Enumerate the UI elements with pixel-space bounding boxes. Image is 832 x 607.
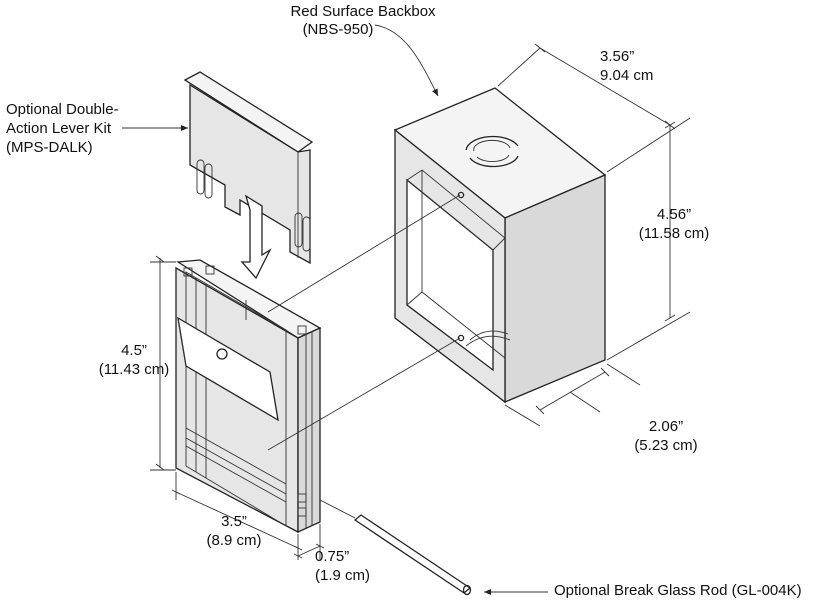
box-height-in: 4.56” bbox=[656, 206, 692, 223]
lever-kit-label-line2: Action Lever Kit bbox=[6, 120, 112, 137]
lever-kit-label-line3: (MPS-DALK) bbox=[6, 139, 93, 156]
station-height-cm: (11.43 cm) bbox=[98, 361, 170, 378]
station-height-in: 4.5” bbox=[121, 342, 147, 359]
backbox-name-label: Red Surface Backbox bbox=[290, 3, 436, 20]
station-depth-in: 0.75” bbox=[315, 548, 350, 565]
lever-slot-left bbox=[196, 159, 205, 195]
box-height-cm: (11.58 cm) bbox=[638, 225, 710, 242]
screw-hole-bottom bbox=[457, 334, 465, 342]
box-width-in: 3.56” bbox=[600, 48, 635, 65]
box-width-cm: 9.04 cm bbox=[600, 67, 654, 84]
backbox-model-label: (NBS-950) bbox=[302, 21, 374, 38]
break-glass-rod-label: Optional Break Glass Rod (GL-004K) bbox=[554, 582, 802, 599]
lever-kit bbox=[183, 71, 314, 265]
backbox-leader bbox=[374, 24, 439, 97]
station-depth-cm: (1.9 cm) bbox=[315, 567, 371, 584]
box-depth-in: 2.06” bbox=[648, 418, 684, 435]
lever-kit-plate bbox=[189, 83, 311, 265]
break-glass-rod bbox=[319, 499, 472, 596]
top-knockout bbox=[465, 135, 519, 168]
lever-slot-right bbox=[294, 212, 303, 248]
alignment-line-top bbox=[267, 194, 461, 313]
backbox-dimensions bbox=[497, 43, 691, 427]
station-width-in: 3.5” bbox=[221, 513, 247, 530]
station-keyhole bbox=[216, 348, 228, 360]
lever-kit-label-line1: Optional Double- bbox=[6, 101, 119, 118]
screw-hole-top bbox=[457, 191, 465, 199]
pull-station bbox=[175, 259, 322, 534]
surface-backbox bbox=[393, 87, 607, 404]
box-depth-cm: (5.23 cm) bbox=[634, 437, 698, 454]
station-width-cm: (8.9 cm) bbox=[206, 532, 262, 549]
station-dimensions bbox=[150, 255, 325, 560]
station-side-rail bbox=[297, 326, 321, 534]
alignment-line-bottom bbox=[267, 337, 461, 451]
install-direction-arrow-icon bbox=[240, 194, 272, 280]
